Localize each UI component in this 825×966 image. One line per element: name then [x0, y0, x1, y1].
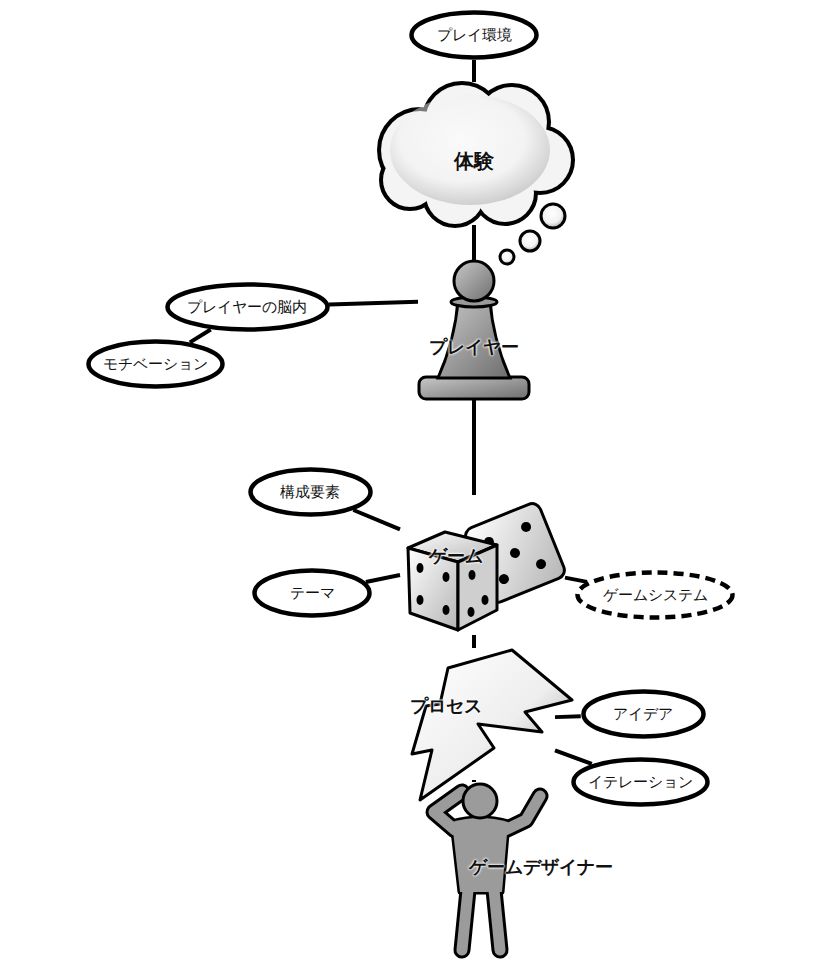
concept-label: 構成要素 [280, 483, 340, 501]
game-dice-art [408, 501, 567, 630]
figure-limb [494, 890, 500, 950]
ellipse-outline [583, 692, 703, 737]
figure-torso-outline [452, 818, 508, 892]
connector-line [555, 714, 581, 719]
connector-line [472, 635, 476, 648]
connector-line [366, 575, 400, 582]
connector-line [472, 225, 476, 260]
figure-limb-outline [462, 890, 468, 950]
process-bolt-art [412, 650, 572, 800]
concept-ellipse: テーマ [252, 568, 372, 618]
concept-label: ゲームシステム [603, 586, 708, 604]
connector-line [472, 60, 476, 82]
concept-label: アイデア [613, 705, 673, 723]
figure-label: ゲームデザイナー [469, 856, 613, 878]
concept-label: イテレーション [588, 773, 693, 791]
ellipse-outline [255, 571, 370, 616]
figure-limb [462, 890, 468, 950]
die-pip [508, 546, 521, 559]
connector-line [472, 400, 476, 495]
figure-limb-outline [505, 796, 540, 830]
thought-bubble [500, 250, 514, 264]
die-pip [482, 595, 489, 605]
lightning-bolt [412, 650, 572, 800]
die-pip [417, 563, 424, 573]
concept-label: テーマ [290, 584, 335, 602]
thought-bubble [541, 204, 565, 228]
die-pip [469, 570, 476, 580]
experience-cloud-art [380, 84, 572, 225]
figure-limb-outline [494, 890, 500, 950]
die-pip [468, 607, 475, 617]
die-pip [417, 595, 424, 605]
ellipse-outline [167, 285, 327, 330]
designer-figure: ゲームデザイナー [425, 782, 630, 955]
ellipse-outline [573, 760, 707, 805]
ellipse-outline [250, 470, 370, 515]
die-pip [443, 572, 450, 582]
die-pip [535, 558, 548, 571]
experience-cloud: 体験 [380, 82, 572, 225]
dashed-ellipse [578, 573, 733, 618]
connector-line [472, 780, 476, 782]
connector-line [190, 329, 211, 342]
process-bolt: プロセス [405, 648, 555, 780]
concept-label: プレイヤーの脳内 [187, 298, 307, 316]
pawn-head [454, 261, 494, 301]
concept-ellipse: イテレーション [571, 757, 710, 807]
connector-line [555, 750, 592, 764]
concept-ellipse: ゲームシステム [575, 570, 735, 620]
game-dice: ゲーム [400, 495, 565, 635]
figure-label: プロセス [410, 695, 482, 717]
figure-label: プレイヤー [429, 336, 519, 358]
connector-line [353, 510, 400, 529]
player-pawn: プレイヤー [418, 260, 530, 400]
pawn-base [419, 377, 529, 399]
die-pip [497, 573, 510, 586]
ellipse-outline [88, 342, 222, 387]
concept-ellipse: プレイヤーの脳内 [165, 282, 330, 332]
node-outline [418, 260, 530, 400]
figure-torso [452, 818, 508, 892]
node-outline [400, 495, 565, 635]
connector-line [329, 302, 418, 305]
cloud-shade [390, 95, 550, 205]
die-pip [443, 605, 450, 615]
concept-ellipse: アイデア [581, 689, 706, 739]
concept-label: プレイ環境 [437, 26, 512, 44]
player-pawn-art [419, 261, 529, 399]
concept-label: モチベーション [103, 355, 208, 373]
die-pip [520, 520, 533, 533]
figure-label: 体験 [454, 149, 494, 173]
thought-bubble [520, 231, 540, 251]
ellipse-outline [412, 13, 537, 58]
concept-ellipse: モチベーション [86, 339, 225, 389]
figure-head [463, 784, 497, 818]
figure-label: ゲーム [429, 545, 483, 567]
concept-ellipse: プレイ環境 [409, 10, 539, 60]
concept-ellipse: 構成要素 [248, 467, 373, 517]
connector-line [565, 578, 587, 582]
figure-limb [505, 796, 540, 830]
